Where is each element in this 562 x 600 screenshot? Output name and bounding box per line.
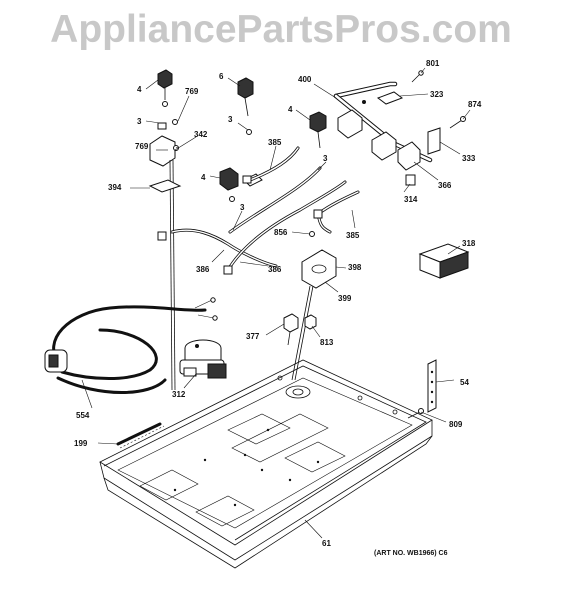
callout-386: 386: [268, 265, 282, 274]
callout-199: 199: [74, 439, 88, 448]
callout-318: 318: [462, 239, 476, 248]
side-bracket: [427, 359, 437, 413]
fittings-377-813: [283, 313, 317, 346]
orifice-gasket: [291, 231, 337, 381]
callout-385: 385: [346, 231, 360, 240]
valve-4-center: [219, 167, 263, 202]
callout-4: 4: [201, 173, 206, 182]
callout-312: 312: [172, 390, 186, 399]
spark-module: [418, 243, 470, 279]
callout-323: 323: [430, 90, 444, 99]
callout-4: 4: [137, 85, 142, 94]
power-cord: [44, 297, 218, 394]
art-number: (ART NO. WB1966) C6: [374, 550, 448, 557]
burner-base-pan: [99, 359, 433, 569]
callout-54: 54: [460, 378, 469, 387]
strip-199: [116, 422, 165, 449]
callout-3: 3: [137, 117, 142, 126]
left-bracket-assembly: [148, 69, 182, 391]
callout-394: 394: [108, 183, 122, 192]
watermark-text: AppliancePartsPros.com: [50, 8, 512, 51]
callout-labels: 4 3 769 342 769 394 6 3 385 4 3 3 386 38…: [74, 59, 482, 557]
callout-4: 4: [288, 105, 293, 114]
callout-61: 61: [322, 539, 331, 548]
callout-3: 3: [323, 154, 328, 163]
valve-6: [237, 77, 254, 135]
callout-400: 400: [298, 75, 312, 84]
pressure-regulator: [179, 339, 227, 379]
callout-801: 801: [426, 59, 440, 68]
callout-386: 386: [196, 265, 210, 274]
callout-342: 342: [194, 130, 208, 139]
callout-6: 6: [219, 72, 224, 81]
callout-769: 769: [135, 142, 149, 151]
callout-874: 874: [468, 100, 482, 109]
callout-813: 813: [320, 338, 334, 347]
valve-4-right: [309, 111, 327, 149]
leader-lines: [81, 67, 471, 539]
callout-399: 399: [338, 294, 352, 303]
callout-377: 377: [246, 332, 260, 341]
callout-366: 366: [438, 181, 452, 190]
callout-3: 3: [240, 203, 245, 212]
callout-314: 314: [404, 195, 418, 204]
callout-333: 333: [462, 154, 476, 163]
callout-554: 554: [76, 411, 90, 420]
callout-769: 769: [185, 87, 199, 96]
callout-856: 856: [274, 228, 288, 237]
gas-manifold: [333, 81, 441, 186]
callout-398: 398: [348, 263, 362, 272]
callout-809: 809: [449, 420, 463, 429]
gas-tubes: [170, 146, 360, 275]
callout-385: 385: [268, 138, 282, 147]
callout-3: 3: [228, 115, 233, 124]
screws: [407, 70, 466, 419]
